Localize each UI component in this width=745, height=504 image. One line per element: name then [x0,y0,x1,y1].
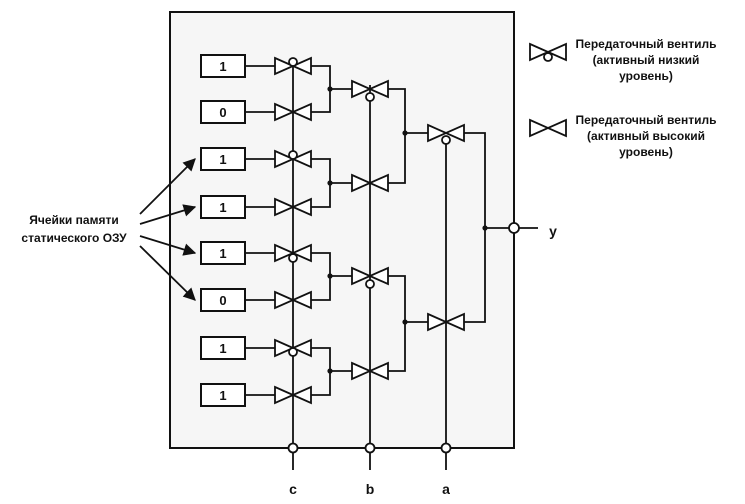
legend-active-low: Передаточный вентиль (активный низкий ур… [529,37,717,83]
select-terminal-b [364,442,376,454]
transmission-gate-b3 [351,361,389,381]
sram-cell-0-value: 1 [219,59,226,74]
legend-active-high-gate-icon [529,118,567,138]
transmission-gate-b1 [351,173,389,193]
select-terminal-c [287,442,299,454]
legend-active-low-gate-icon [529,42,567,62]
select-label-c: c [289,481,297,497]
sram-cell-6: 1 [200,336,246,360]
sram-cell-5-value: 0 [219,293,226,308]
output-terminal [508,222,520,234]
sram-cell-7-value: 1 [219,388,226,403]
legend-active-low-line2: (активный низкий [593,53,700,67]
transmission-gate-c7 [274,385,312,405]
transmission-gate-c4 [274,243,312,263]
select-label-a: a [442,481,450,497]
legend-active-low-line3: уровень) [619,69,673,83]
sram-cell-5: 0 [200,288,246,312]
sram-cell-1: 0 [200,100,246,124]
sram-cell-4: 1 [200,241,246,265]
sram-pointer-arrows [139,158,197,301]
transmission-gate-c1 [274,102,312,122]
transmission-gate-c6 [274,338,312,358]
output-label-y: y [549,223,557,239]
legend-active-high-line3: уровень) [619,145,673,159]
transmission-gate-c5 [274,290,312,310]
transmission-gate-a1 [427,312,465,332]
transmission-gate-c0 [274,56,312,76]
transmission-gate-c2 [274,149,312,169]
sram-cell-1-value: 0 [219,105,226,120]
select-terminal-a [440,442,452,454]
sram-cell-2-value: 1 [219,152,226,167]
lut-panel [169,11,515,449]
sram-cell-6-value: 1 [219,341,226,356]
sram-cell-4-value: 1 [219,246,226,261]
legend-active-high-line2: (активный высокий [587,129,705,143]
legend-active-low-line1: Передаточный вентиль [576,37,717,51]
sram-cell-3: 1 [200,195,246,219]
transmission-gate-a0 [427,123,465,145]
sram-cell-2: 1 [200,147,246,171]
sram-cell-3-value: 1 [219,200,226,215]
transmission-gate-b2 [351,266,389,289]
sram-cell-7: 1 [200,383,246,407]
sram-cell-0: 1 [200,54,246,78]
sram-label-line1: Ячейки памяти [29,213,118,227]
legend-active-high: Передаточный вентиль (активный высокий у… [529,113,717,159]
select-label-b: b [366,481,375,497]
transmission-gate-b0 [351,79,389,102]
legend-active-high-line1: Передаточный вентиль [576,113,717,127]
sram-label-line2: статического ОЗУ [21,231,127,245]
transmission-gate-c3 [274,197,312,217]
merge-b-01 [388,88,406,184]
